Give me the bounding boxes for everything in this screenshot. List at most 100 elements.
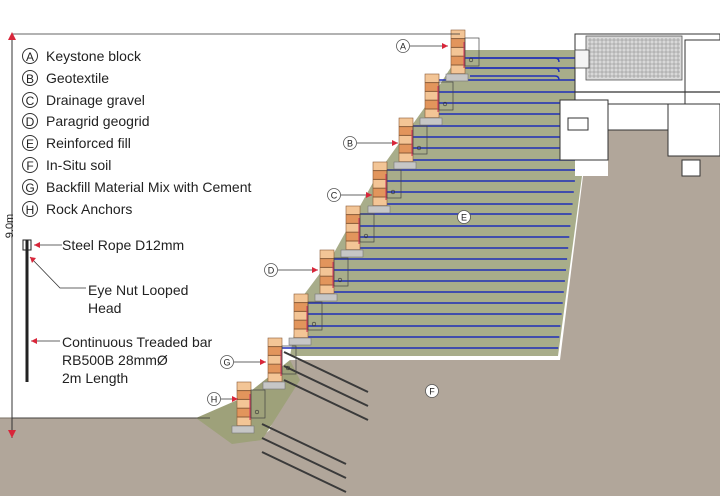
- keystone-block-column: [231, 29, 480, 434]
- keystone-block: [236, 390, 252, 400]
- geogrid-layers: [282, 57, 575, 349]
- callout-circle: [457, 210, 471, 224]
- leader-arrow: [232, 396, 238, 402]
- keystone-block: [398, 117, 414, 127]
- dimension-arrow: [8, 430, 16, 438]
- drain-pipe: [416, 145, 422, 151]
- drainage-gravel-box: [359, 213, 375, 243]
- drainage-gravel-box: [438, 81, 454, 111]
- callout-c: C: [331, 191, 338, 201]
- callout-circle: [343, 136, 357, 150]
- legend-item-f: F In-Situ soil: [22, 155, 111, 175]
- legend-label: Keystone block: [46, 48, 141, 64]
- drain-pipe: [254, 409, 260, 415]
- dimension-arrow: [8, 32, 16, 40]
- keystone-block: [398, 135, 414, 145]
- leader-arrow: [312, 267, 318, 273]
- drain-pipe: [468, 57, 474, 63]
- drain-pipe: [390, 189, 396, 195]
- legend-key: C: [22, 91, 38, 108]
- anchor-bar: [261, 451, 347, 493]
- legend-key: A: [22, 48, 38, 64]
- footing-cap: [681, 159, 701, 177]
- keystone-block: [236, 408, 252, 418]
- legend-key: G: [22, 178, 38, 195]
- drain-pipe: [285, 365, 291, 371]
- keystone-block: [450, 47, 466, 57]
- callout-circle: [220, 355, 234, 369]
- drainage-gravel-box: [333, 257, 349, 287]
- keystone-block: [267, 355, 283, 365]
- eye-nut: [22, 239, 32, 251]
- keystone-block: [345, 240, 361, 250]
- keystone-block: [236, 399, 252, 409]
- keystone-block: [424, 82, 440, 92]
- drainage-gravel-box: [412, 125, 428, 155]
- leveling-pad: [288, 337, 312, 346]
- legend-label: Drainage gravel: [46, 91, 145, 108]
- threaded-bar-note: Continuous Treaded bar RB500B 28mmØ 2m L…: [62, 334, 213, 386]
- callout-circle: [425, 384, 439, 398]
- footing-cap: [567, 117, 589, 131]
- keystone-block: [293, 320, 309, 330]
- keystone-block: [293, 328, 309, 338]
- leveling-pad: [419, 117, 443, 126]
- drainage-gravel-box: [464, 37, 480, 67]
- keystone-block: [450, 64, 466, 74]
- keystone-block: [293, 311, 309, 321]
- keystone-block: [267, 372, 283, 382]
- barrier-post: [574, 49, 590, 69]
- legend-label: In-Situ soil: [46, 157, 112, 173]
- height-dimension: [8, 32, 460, 438]
- drainage-gravel-box: [250, 389, 266, 419]
- keystone-block: [450, 38, 466, 48]
- callout-f: F: [429, 387, 435, 397]
- geogrid-loop: [470, 75, 560, 81]
- leader-arrow: [366, 192, 372, 198]
- keystone-block: [236, 381, 252, 391]
- keystone-block: [319, 258, 335, 268]
- leveling-pad: [340, 249, 364, 258]
- leveling-pad: [314, 293, 338, 302]
- legend-item-c: C Drainage gravel: [22, 90, 145, 110]
- drain-pipe: [337, 277, 343, 283]
- legend-label: Backfill Material Mix with Cement: [46, 178, 252, 195]
- callout-circle: [396, 39, 410, 53]
- eye-nut-note: Eye Nut Looped Head: [88, 282, 189, 316]
- drain-pipe: [311, 321, 317, 327]
- leveling-pad: [262, 381, 286, 390]
- keystone-block: [450, 56, 466, 66]
- drain-pipe: [442, 101, 448, 107]
- keystone-block: [319, 284, 335, 294]
- leader-arrow: [442, 43, 448, 49]
- keystone-block: [236, 416, 252, 426]
- legend-key: D: [22, 113, 38, 130]
- keystone-block: [293, 302, 309, 312]
- keystone-block: [372, 161, 388, 171]
- legend-item-g: G Backfill Material Mix with Cement: [22, 177, 251, 197]
- callout-b: B: [347, 139, 353, 149]
- anchor-bar: [283, 379, 369, 421]
- legend-key: F: [22, 157, 38, 173]
- callout-circle: [207, 392, 221, 406]
- keystone-block: [345, 205, 361, 215]
- leader-arrow: [34, 242, 40, 248]
- leveling-pad: [445, 73, 469, 82]
- steel-rope-note: Steel Rope D12mm: [62, 237, 185, 253]
- leader-arrow: [392, 140, 398, 146]
- height-dimension-label: 9.0m: [4, 213, 16, 239]
- keystone-block: [372, 170, 388, 180]
- keystone-block: [267, 364, 283, 374]
- keystone-block: [345, 223, 361, 233]
- keystone-block: [319, 276, 335, 286]
- drainage-gravel-box: [307, 301, 323, 331]
- legend-label: Reinforced fill: [46, 135, 131, 152]
- anchor-bar: [283, 351, 369, 393]
- callout-d: D: [268, 266, 275, 276]
